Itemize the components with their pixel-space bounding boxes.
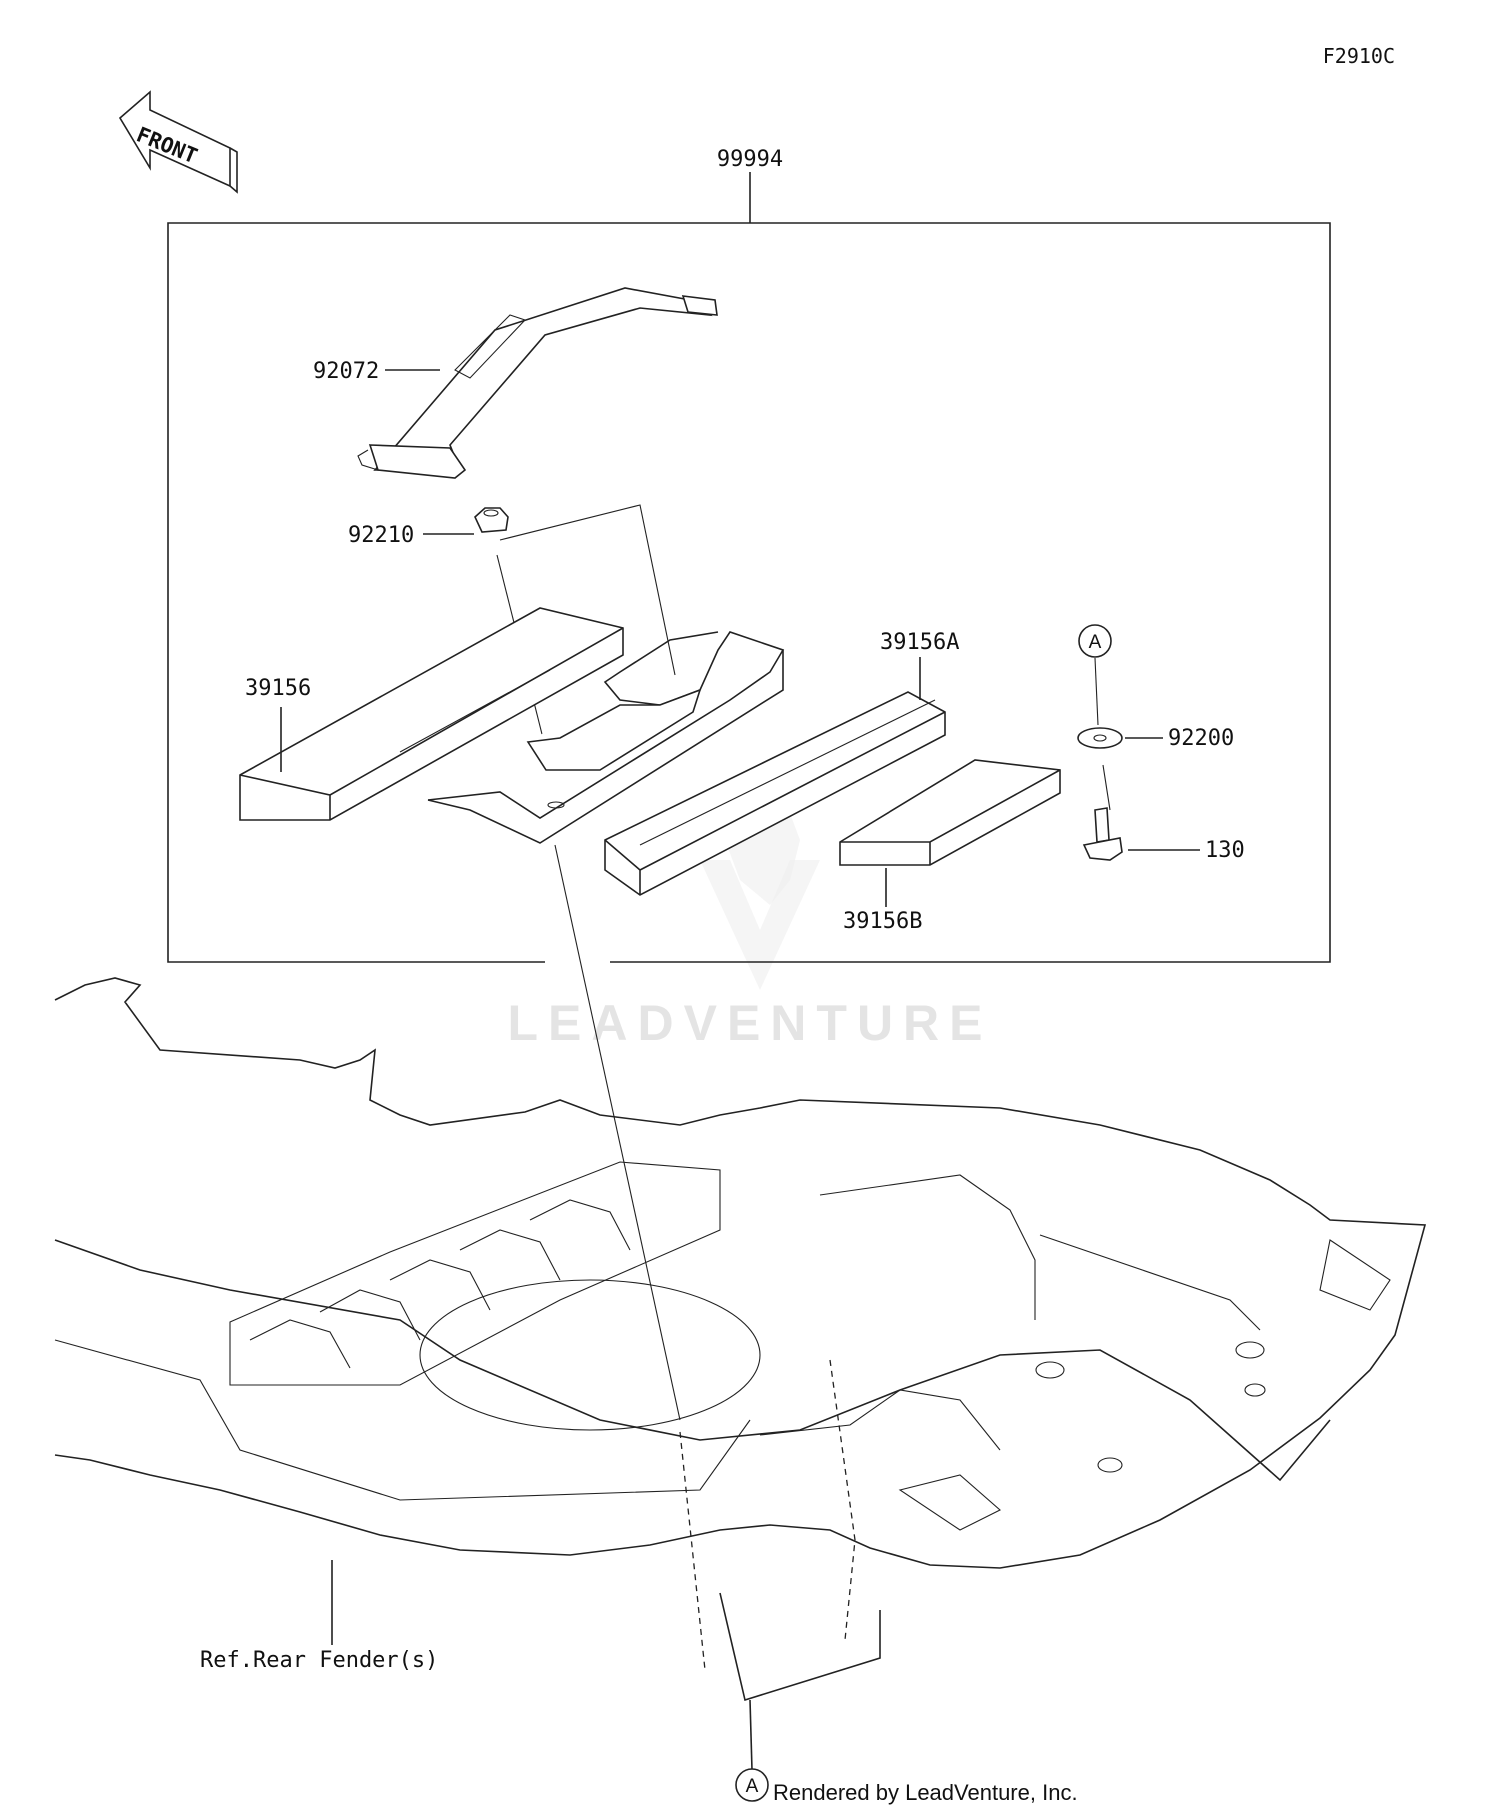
assembly-box — [167, 222, 1331, 963]
rear-fender-reference — [54, 977, 1427, 1569]
pad-left-part — [239, 607, 624, 821]
pad-left-label: 39156 — [245, 676, 311, 701]
pad-right-label: 39156A — [880, 630, 959, 655]
washer-label: 92200 — [1168, 726, 1234, 751]
bolt-label: 130 — [1205, 838, 1245, 863]
marker-a-top-label: A — [1089, 632, 1102, 653]
pad-right-part — [604, 691, 946, 896]
strap-part — [357, 287, 718, 479]
nut-part — [474, 507, 509, 533]
diagram-code: F2910C — [1323, 44, 1395, 68]
washer-part — [1077, 727, 1123, 749]
marker-a-bottom-label: A — [746, 1776, 759, 1797]
reference-fender-label: Ref.Rear Fender(s) — [200, 1648, 438, 1673]
pad-small-label: 39156B — [843, 909, 922, 934]
assembly-number-label: 99994 — [717, 147, 783, 172]
bracket-part — [427, 631, 785, 844]
strap-label: 92072 — [313, 359, 379, 384]
nut-label: 92210 — [348, 523, 414, 548]
pad-small-part — [839, 759, 1061, 866]
bolt-part — [1082, 807, 1123, 861]
watermark-text: LEADVENTURE — [507, 995, 992, 1051]
marker-a-bottom — [735, 1768, 769, 1802]
credit-text: Rendered by LeadVenture, Inc. — [773, 1780, 1078, 1805]
marker-a-top — [1078, 624, 1112, 658]
front-arrow-icon: FRONT — [118, 90, 238, 194]
